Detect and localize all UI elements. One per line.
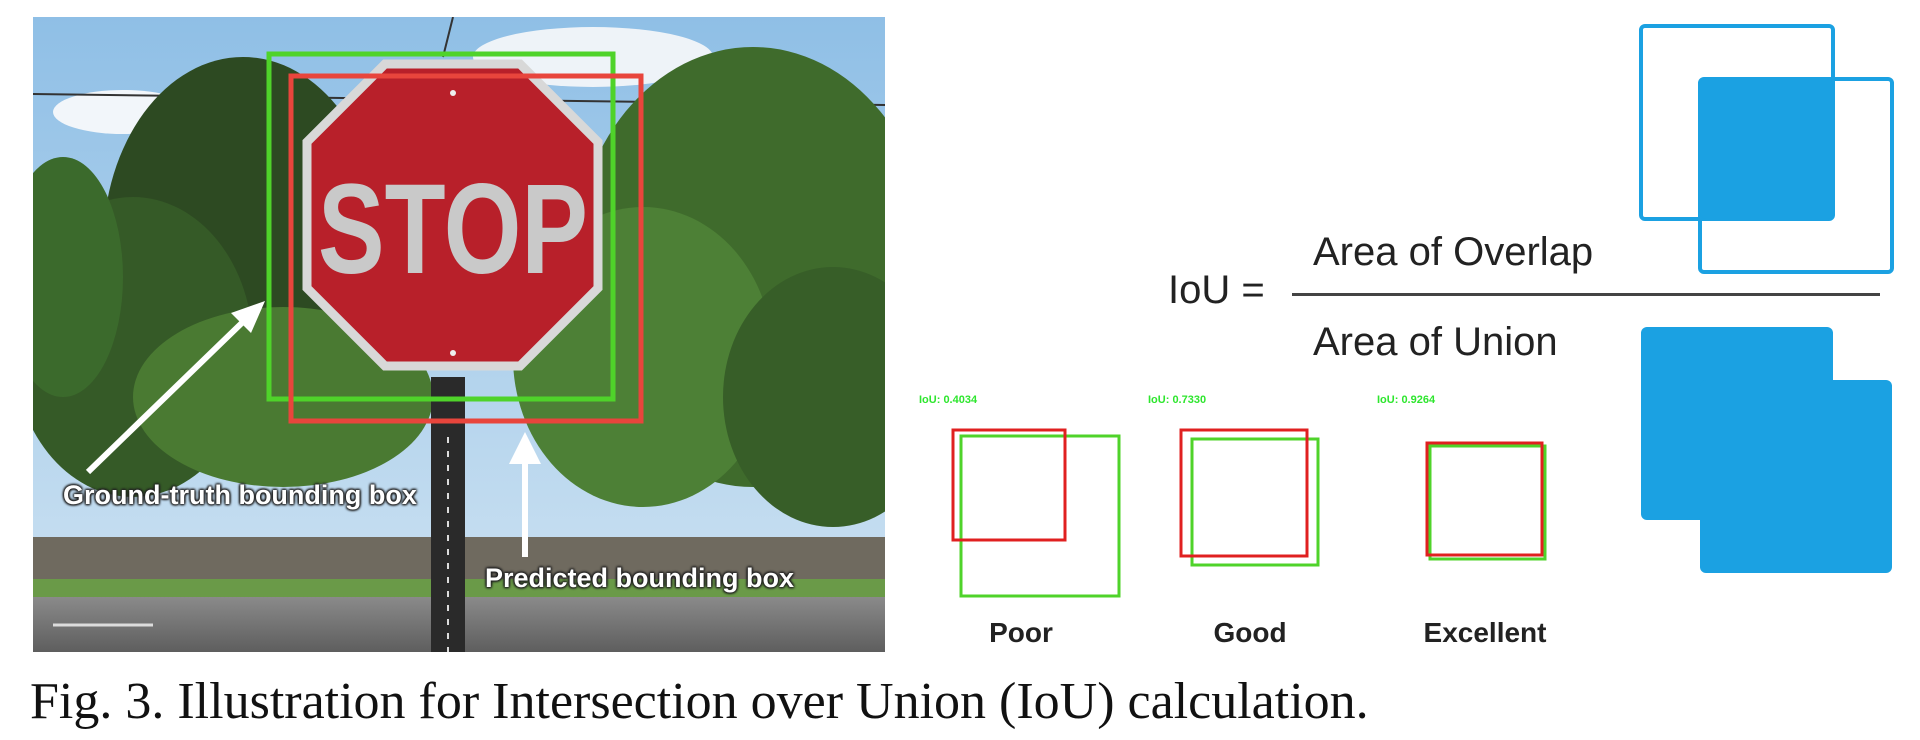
ground-truth-arrow [85, 314, 251, 475]
iou-lhs: IoU = [1168, 268, 1265, 312]
excellent-predicted-box [1425, 441, 1544, 557]
predicted-arrowhead [509, 432, 541, 464]
numerator-text: Area of Overlap [1313, 230, 1594, 274]
stop-sign [302, 59, 603, 371]
ground-truth-label: Ground-truth bounding box [63, 480, 417, 510]
quality-label-good: Good [1213, 617, 1287, 648]
tree [33, 157, 123, 397]
ground-truth-bounding-box [266, 51, 616, 402]
good-ground-truth-box [1190, 437, 1320, 567]
iou-examples: IoU: 0.4034 IoU: 0.7330 IoU: 0.9264 Poor… [905, 385, 1595, 660]
sign-bolt [450, 90, 456, 96]
overlap-area [1700, 79, 1833, 219]
sign-bolt [450, 350, 456, 356]
stop-sign-photo: STOP Ground-truth bounding box Predicted… [33, 17, 885, 652]
poor-ground-truth-box [959, 434, 1121, 598]
iou-value-good: IoU: 0.7330 [1148, 394, 1207, 406]
fraction-bar [1292, 293, 1880, 296]
union-area-b [1700, 380, 1892, 573]
tree [723, 267, 885, 527]
quality-label-excellent: Excellent [1423, 617, 1547, 648]
iou-value-poor: IoU: 0.4034 [919, 394, 978, 406]
iou-example-boxes [951, 428, 1547, 598]
stop-sign-text: STOP [318, 158, 588, 301]
excellent-ground-truth-box [1428, 444, 1547, 561]
iou-value-excellent: IoU: 0.9264 [1377, 394, 1436, 406]
poor-predicted-box [951, 428, 1067, 542]
ground-truth-arrowhead [231, 301, 265, 333]
predicted-label: Predicted bounding box [485, 563, 794, 593]
good-predicted-box [1179, 428, 1309, 558]
predicted-bounding-box [288, 73, 644, 424]
figure-caption: Fig. 3. Illustration for Intersection ov… [30, 673, 1369, 730]
quality-label-poor: Poor [989, 617, 1053, 648]
photo-scene: STOP [33, 17, 885, 652]
denominator-text: Area of Union [1313, 320, 1558, 364]
power-line [442, 17, 454, 58]
